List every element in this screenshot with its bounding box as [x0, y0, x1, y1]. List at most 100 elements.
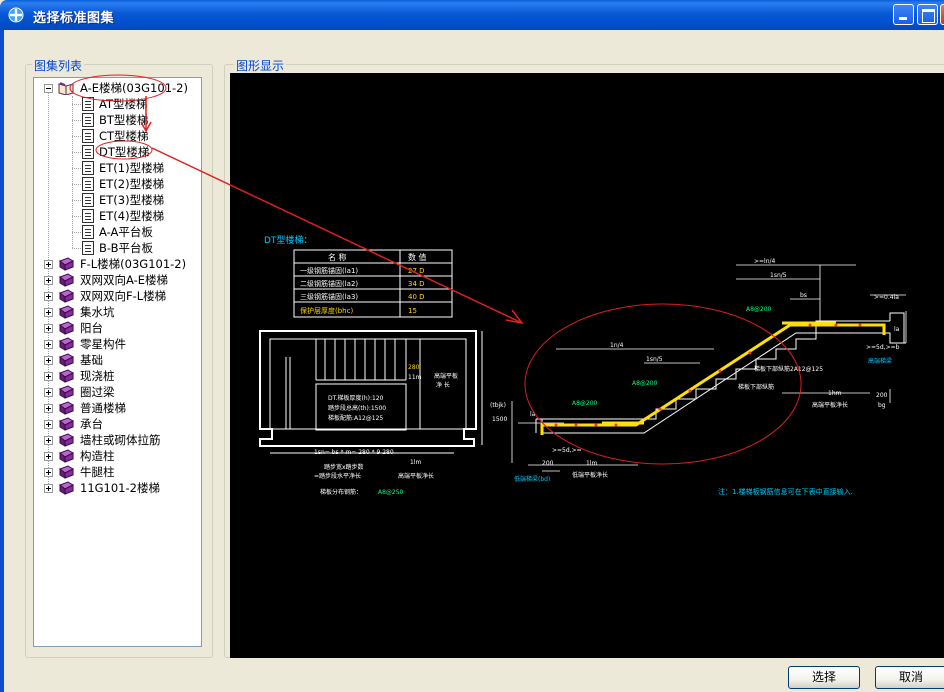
tree-item[interactable]: 双网双向A-E楼梯 — [34, 272, 201, 288]
book-icon — [59, 337, 74, 351]
tree-item-label: 墙柱或砌体拉筋 — [80, 433, 161, 447]
dim-label: 高端平板净长 — [812, 401, 848, 409]
tree-connector — [72, 232, 81, 233]
expand-icon[interactable] — [44, 404, 53, 413]
table-header-value: 数 值 — [408, 252, 427, 262]
close-button[interactable] — [940, 4, 944, 25]
book-icon — [59, 401, 74, 415]
tree-item[interactable]: 集水坑 — [34, 304, 201, 320]
dim-label: (tbjk) — [490, 402, 506, 409]
document-icon — [82, 177, 94, 191]
tree-item[interactable]: 牛腿柱 — [34, 464, 201, 480]
elevation-dimensions — [511, 264, 907, 472]
plan-distribution-value: A8@250 — [378, 489, 404, 496]
plan-info-line: 踏步段总高(th):1500 — [328, 404, 386, 412]
select-button[interactable]: 选择 — [788, 666, 860, 689]
book-icon — [59, 417, 74, 431]
plan-bottom-dim: 1sn= bs * m= 280 * 9 280 — [314, 449, 394, 456]
tree-item[interactable]: AT型楼梯 — [34, 96, 201, 112]
tree-item[interactable]: 承台 — [34, 416, 201, 432]
tree-item[interactable]: 基础 — [34, 352, 201, 368]
tree-item[interactable]: F-L楼梯(03G101-2) — [34, 256, 201, 272]
tree-item[interactable]: ET(2)型楼梯 — [34, 176, 201, 192]
rebar-label: A8@200 — [632, 380, 658, 387]
atlas-list-group — [25, 64, 213, 658]
expand-icon[interactable] — [44, 276, 53, 285]
dim-label: 低端平板净长 — [572, 471, 608, 479]
tree-item[interactable]: B-B平台板 — [34, 240, 201, 256]
expand-icon[interactable] — [44, 484, 53, 493]
tree-item-label: DT型楼梯 — [99, 145, 150, 159]
tree-item[interactable]: 圈过梁 — [34, 384, 201, 400]
table-cell: 二级钢筋锚固(la2) — [300, 279, 358, 288]
table-header-name: 名 称 — [328, 252, 347, 262]
tree-connector — [72, 184, 81, 185]
tree-item[interactable]: ET(3)型楼梯 — [34, 192, 201, 208]
rebar-dots — [554, 323, 862, 427]
beam-label: 低端梯梁(bd) — [514, 475, 550, 483]
tree-item-label: 现浇桩 — [80, 369, 115, 383]
tree-item-label: A-A平台板 — [99, 225, 153, 239]
document-icon — [82, 129, 94, 143]
expand-icon[interactable] — [44, 388, 53, 397]
expand-icon[interactable] — [44, 468, 53, 477]
expand-icon[interactable] — [44, 372, 53, 381]
expand-icon[interactable] — [44, 292, 53, 301]
tree-item[interactable]: 现浇桩 — [34, 368, 201, 384]
tree-item[interactable]: 11G101-2楼梯 — [34, 480, 201, 496]
tree-connector — [72, 104, 81, 105]
dim-label: 200 — [542, 460, 554, 467]
tree-connector — [48, 88, 49, 488]
tree-item-label: 普通楼梯 — [80, 401, 126, 415]
expand-icon[interactable] — [44, 420, 53, 429]
tree-item[interactable]: ET(1)型楼梯 — [34, 160, 201, 176]
expand-icon[interactable] — [44, 356, 53, 365]
tree-item[interactable]: DT型楼梯 — [34, 144, 201, 160]
expand-icon[interactable] — [44, 340, 53, 349]
tree-item[interactable]: 墙柱或砌体拉筋 — [34, 432, 201, 448]
tree-item-label: 阳台 — [80, 321, 103, 335]
dim-label: bs — [800, 292, 807, 299]
tree-connector — [72, 96, 73, 248]
dim-label: 1500 — [492, 416, 507, 423]
book-icon — [59, 321, 74, 335]
maximize-button[interactable] — [917, 4, 938, 25]
expand-icon[interactable] — [44, 260, 53, 269]
tree-item[interactable]: 普通楼梯 — [34, 400, 201, 416]
book-icon — [59, 305, 74, 319]
tree-item[interactable]: A-E楼梯(03G101-2) — [34, 80, 201, 96]
tree-item[interactable]: ET(4)型楼梯 — [34, 208, 201, 224]
tree-item[interactable]: 零星构件 — [34, 336, 201, 352]
window-frame — [0, 30, 4, 692]
tree-item[interactable]: 双网双向F-L楼梯 — [34, 288, 201, 304]
tree-item-label: 牛腿柱 — [80, 465, 115, 479]
tree-item-label: 圈过梁 — [80, 385, 115, 399]
plan-info-line: 梯板配筋:A12@125 — [328, 414, 383, 422]
document-icon — [82, 209, 94, 223]
book-icon — [59, 481, 74, 495]
collapse-icon[interactable] — [44, 84, 53, 93]
expand-icon[interactable] — [44, 308, 53, 317]
tree-item-label: 集水坑 — [80, 305, 115, 319]
tree-item[interactable]: CT型楼梯 — [34, 128, 201, 144]
minimize-button[interactable] — [893, 4, 914, 25]
expand-icon[interactable] — [44, 436, 53, 445]
tree-item[interactable]: 阳台 — [34, 320, 201, 336]
dim-label: 200 — [876, 392, 888, 399]
expand-icon[interactable] — [44, 452, 53, 461]
dim-label: >=5d,>= — [552, 447, 582, 454]
title-bar[interactable]: 选择标准图集 — [0, 0, 944, 30]
tree-item[interactable]: BT型楼梯 — [34, 112, 201, 128]
expand-icon[interactable] — [44, 324, 53, 333]
rebar — [540, 321, 886, 435]
plan-bottom-label: 高端平板净长 — [398, 472, 434, 480]
plan-dim: 280 — [408, 364, 420, 371]
rebar-label: A8@200 — [746, 306, 772, 313]
cancel-button[interactable]: 取消 — [875, 666, 944, 689]
tree-item-label: 双网双向F-L楼梯 — [80, 289, 167, 303]
tree-item[interactable]: 构造柱 — [34, 448, 201, 464]
tree-item[interactable]: A-A平台板 — [34, 224, 201, 240]
plan-side-label: 高端平板 — [434, 372, 458, 380]
